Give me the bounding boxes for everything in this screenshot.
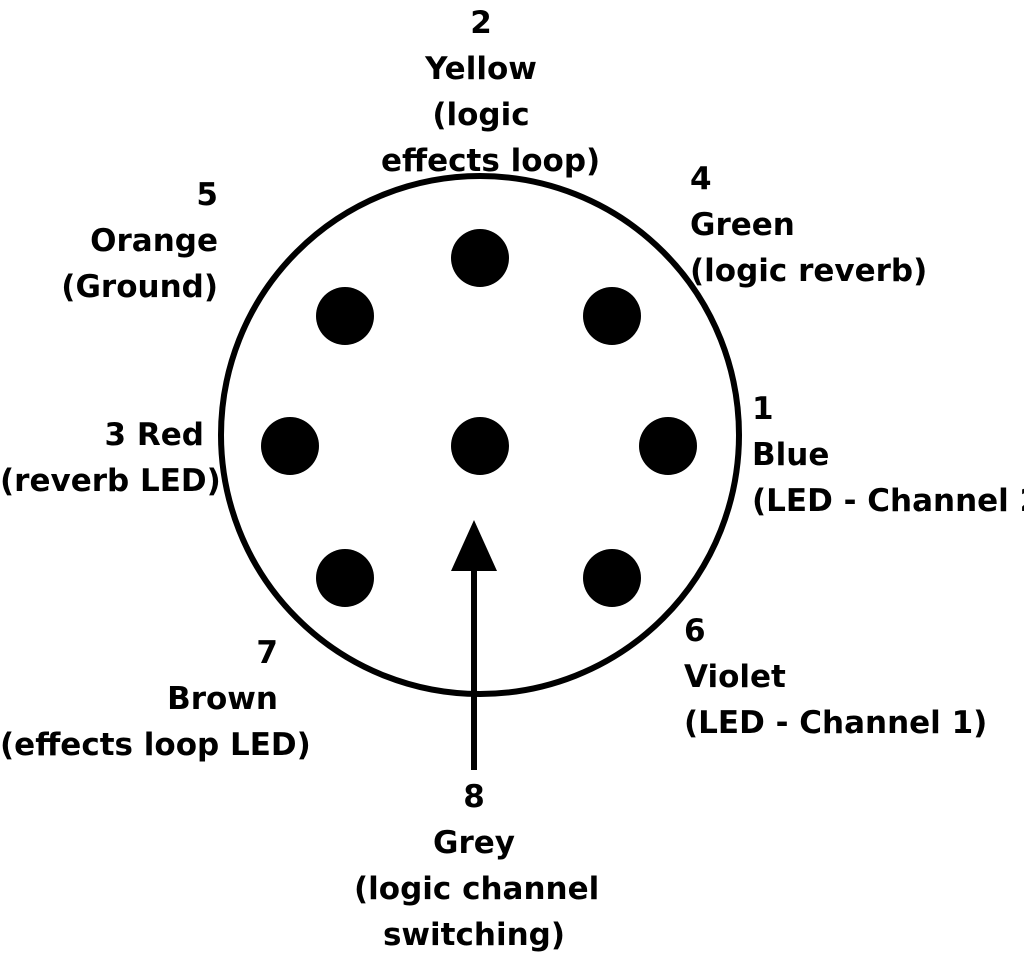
pin-3-number-color: 3 Red <box>104 417 204 453</box>
pin-2-color: Yellow <box>425 51 537 87</box>
pin-4-color: Green <box>690 207 795 243</box>
pin-7-function: (effects loop LED) <box>0 727 311 763</box>
pin-6-number: 6 <box>684 613 706 649</box>
pin-2-function-line1: (logic <box>432 97 530 133</box>
pin-5-number: 5 <box>196 177 218 213</box>
pin-7-label: 7 Brown (effects loop LED) <box>0 630 311 768</box>
pin-7-color: Brown <box>167 681 278 717</box>
pin-5-label: 5 Orange (Ground) <box>20 172 218 310</box>
pin-6-color: Violet <box>684 659 786 695</box>
pin-6-function: (LED - Channel 1) <box>684 705 988 741</box>
pin-4-hole <box>583 287 641 345</box>
pin-4-number: 4 <box>690 161 712 197</box>
pin-3-function: (reverb LED) <box>0 463 221 499</box>
pin-3-hole <box>261 417 319 475</box>
pin-2-number: 2 <box>470 5 492 41</box>
pin-8-function-line2: switching) <box>382 917 566 953</box>
pin-6-hole <box>583 549 641 607</box>
pin-6-label: 6 Violet (LED - Channel 1) <box>684 608 988 746</box>
pin-4-function: (logic reverb) <box>690 253 928 289</box>
pin-2-hole <box>451 229 509 287</box>
pin-7-hole <box>316 549 374 607</box>
pin-2-function-line2: effects loop) <box>381 143 601 179</box>
connector-outline <box>218 173 742 697</box>
pin-5-function: (Ground) <box>61 269 218 305</box>
pin-5-color: Orange <box>90 223 218 259</box>
pin-center-hole <box>451 417 509 475</box>
pin-1-number: 1 <box>752 391 774 427</box>
pin-8-arrow-head <box>451 520 497 571</box>
pin-1-function: (LED - Channel 2 <box>752 483 1024 519</box>
pin-8-color: Grey <box>433 825 515 861</box>
pin-4-label: 4 Green (logic reverb) <box>690 156 928 294</box>
pin-1-hole <box>639 417 697 475</box>
pin-1-label: 1 Blue (LED - Channel 2 <box>752 386 1024 524</box>
pin-5-hole <box>316 287 374 345</box>
pin-2-label: 2 Yellow (logic effects loop) <box>381 0 601 184</box>
pin-8-label: 8 Grey (logic channel switching) <box>354 774 600 958</box>
pin-8-function-line1: (logic channel <box>354 871 600 907</box>
pin-8-number: 8 <box>463 779 485 815</box>
pin-3-label: 3 Red (reverb LED) <box>0 412 221 504</box>
pin-7-number: 7 <box>256 635 278 671</box>
pin-1-color: Blue <box>752 437 830 473</box>
